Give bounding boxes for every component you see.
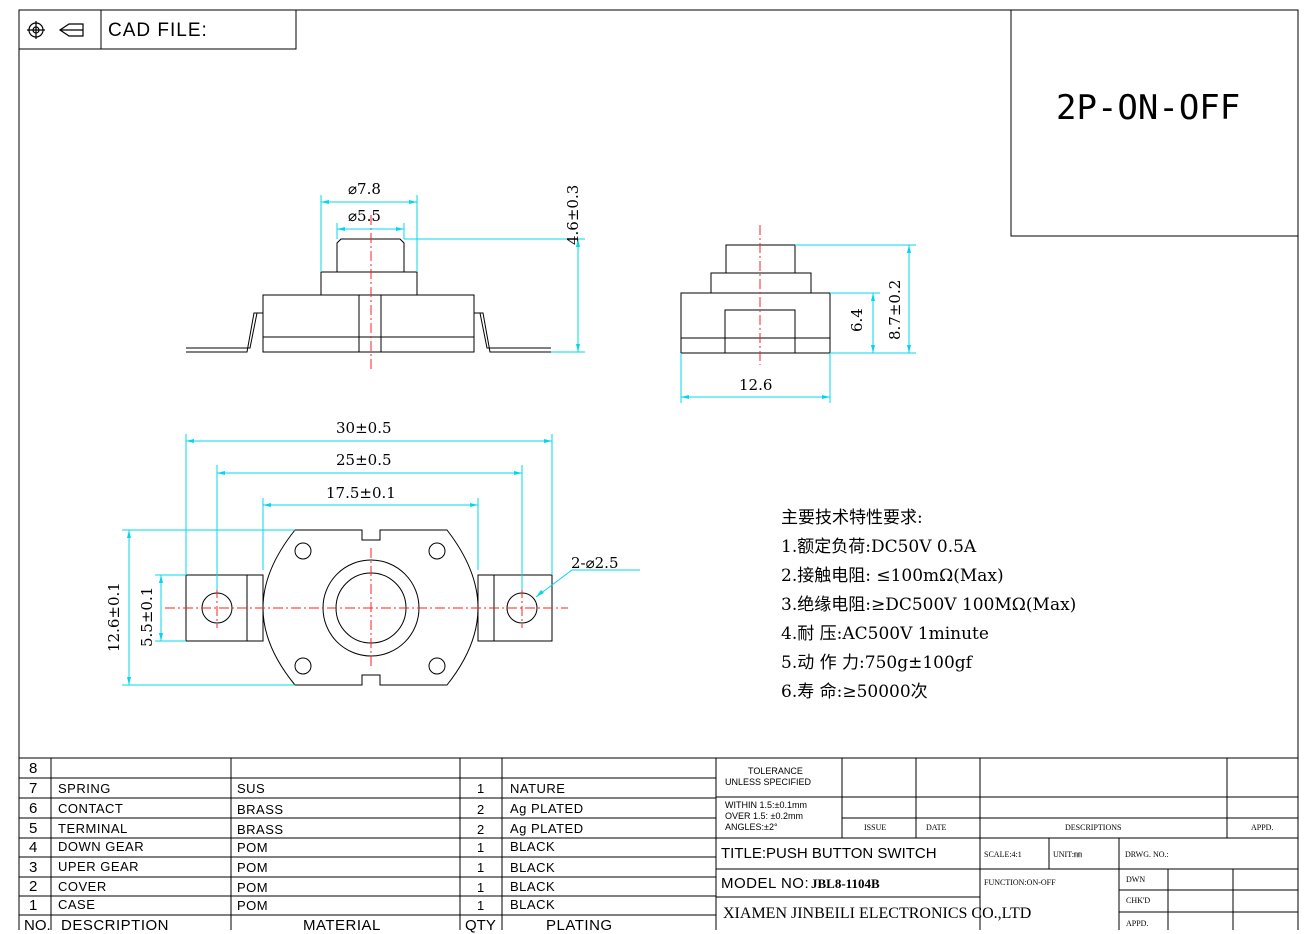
dim-side-total-height: 8.7±0.2 (886, 279, 904, 340)
bom-row-qty: 2 (477, 802, 485, 817)
bom-header-description: DESCRIPTION (61, 917, 170, 934)
side-view (680, 244, 831, 354)
bom-row-plating: Ag PLATED (510, 801, 584, 816)
bom-header-plating: PLATING (546, 917, 613, 934)
bom-row-qty: 1 (477, 781, 485, 796)
bom-row-description: SPRING (58, 781, 111, 796)
bom-row-description: CASE (58, 897, 96, 912)
bom-row-no: 8 (29, 760, 38, 777)
bom-row-no: 5 (29, 820, 38, 837)
projection-cone-icon (58, 23, 84, 37)
cad-file-label: CAD FILE: (108, 20, 208, 41)
bom-row-qty: 1 (477, 840, 485, 855)
dim-bottom-height: 12.6±0.1 (105, 582, 123, 652)
dim-bottom-tab-height: 5.5±0.1 (138, 586, 156, 647)
bom-row-description: DOWN GEAR (58, 839, 145, 854)
tolerance-over: OVER 1.5: ±0.2mm (725, 811, 803, 821)
bom-row-description: COVER (58, 879, 107, 894)
title-block-grid (716, 757, 1298, 930)
tolerance-subheading: UNLESS SPECIFIED (725, 777, 812, 787)
bom-row-plating: BLACK (510, 839, 556, 854)
bom-row-no: 6 (29, 800, 38, 817)
bom-row-no: 7 (29, 780, 38, 797)
dim-top-inner-dia: ⌀5.5 (348, 207, 381, 225)
dim-bottom-body-width: 17.5±0.1 (326, 484, 396, 502)
dwn-label: DWN (1126, 875, 1146, 884)
bom-row-no: 4 (29, 839, 38, 856)
bom-row-plating: NATURE (510, 781, 566, 796)
date-header: DATE (926, 823, 947, 832)
bom-header-qty: QTY (465, 917, 496, 934)
appd-header: APPD. (1251, 823, 1274, 832)
company-name: XIAMEN JINBEILI ELECTRONICS CO.,LTD (723, 905, 1032, 922)
bom-row-material: POM (237, 880, 269, 895)
spec-item: 4.耐 压:AC500V 1minute (781, 624, 989, 644)
function-field: FUNCTION:ON-OFF (984, 878, 1056, 887)
tolerance-heading: TOLERANCE (748, 766, 803, 776)
bom-row-plating: Ag PLATED (510, 821, 584, 836)
bom-row-material: BRASS (237, 802, 284, 817)
model-code-box (1010, 9, 1299, 237)
spec-item: 6.寿 命:≥50000次 (781, 682, 928, 702)
bom-row-material: POM (237, 860, 269, 875)
scale-field: SCALE:4:1 (984, 850, 1022, 859)
spec-list: 主要技术特性要求: 1.额定负荷:DC50V 0.5A 2.接触电阻: ≤100… (781, 503, 1076, 706)
cad-file-box (18, 9, 297, 50)
bom-row-qty: 1 (477, 860, 485, 875)
bom-row-qty: 1 (477, 898, 485, 913)
bom-row-description: CONTACT (58, 801, 124, 816)
bom-row-description: TERMINAL (58, 821, 128, 836)
bom-row-qty: 1 (477, 880, 485, 895)
bom-row-material: BRASS (237, 822, 284, 837)
bom-row-no: 1 (29, 897, 38, 914)
bom-row-material: SUS (237, 781, 266, 796)
tolerance-angles: ANGLES:±2° (725, 822, 778, 832)
bom-row-qty: 2 (477, 822, 485, 837)
spec-title: 主要技术特性要求: (781, 508, 923, 528)
dim-hole-note: 2-⌀2.5 (571, 554, 619, 572)
bom-row-no: 2 (29, 878, 38, 895)
dim-top-outer-dia: ⌀7.8 (348, 180, 381, 198)
bom-row-plating: BLACK (510, 897, 556, 912)
bom-row-material: POM (237, 840, 269, 855)
model-number-value: JBL8-1104B (811, 876, 880, 891)
bom-row-plating: BLACK (510, 879, 556, 894)
model-code-title: 2P-ON-OFF (1056, 88, 1241, 128)
tolerance-within: WITHIN 1.5:±0.1mm (725, 800, 807, 810)
spec-item: 1.额定负荷:DC50V 0.5A (781, 537, 977, 557)
front-view (186, 238, 551, 353)
bom-header-material: MATERIAL (303, 917, 381, 934)
spec-item: 2.接触电阻: ≤100mΩ(Max) (781, 566, 1004, 586)
dim-side-width: 12.6 (739, 376, 773, 394)
target-crosshair-icon (27, 21, 45, 39)
bom-row-no: 3 (29, 859, 38, 876)
sheet-border (18, 9, 1299, 930)
issue-header: ISSUE (864, 823, 887, 832)
spec-item: 5.动 作 力:750g±100gf (781, 653, 972, 673)
unit-field: UNIT:㎜ (1053, 850, 1082, 859)
drawing-title: TITLE:PUSH BUTTON SWITCH (721, 845, 937, 862)
approved-label: APPD. (1126, 919, 1149, 928)
bom-header-no: NO. (24, 917, 51, 934)
bom-table-grid (19, 757, 717, 930)
descriptions-header: DESCRIPTIONS (1065, 823, 1122, 832)
drawing-number-field: DRWG. NO.: (1125, 850, 1169, 859)
dim-bottom-hole-span: 25±0.5 (336, 451, 392, 469)
bom-row-plating: BLACK (510, 860, 556, 875)
dim-bottom-total-width: 30±0.5 (336, 419, 392, 437)
bom-row-description: UPER GEAR (58, 859, 140, 874)
model-number-label: MODEL NO: (721, 875, 810, 892)
dim-top-height: 4.6±0.3 (564, 184, 582, 245)
checked-label: CHK'D (1126, 896, 1151, 905)
dim-side-inner-height: 6.4 (848, 308, 866, 332)
bom-row-material: POM (237, 898, 269, 913)
spec-item: 3.绝缘电阻:≥DC500V 100MΩ(Max) (781, 595, 1077, 615)
